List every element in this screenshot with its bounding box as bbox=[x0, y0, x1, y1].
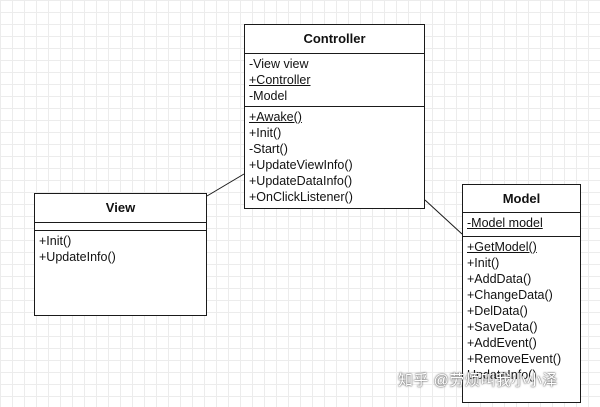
controller-attributes: -View view +Controller -Model bbox=[245, 54, 424, 107]
controller-method: -Start() bbox=[249, 142, 288, 156]
watermark: 知乎 @劳烦叫我小小泽 bbox=[398, 372, 558, 389]
model-methods: +GetModel() +Init() +AddData() +ChangeDa… bbox=[463, 237, 580, 385]
controller-method: +Init() bbox=[249, 126, 282, 140]
view-method: +UpdateInfo() bbox=[39, 250, 116, 264]
controller-method: +UpdateViewInfo() bbox=[249, 158, 353, 172]
controller-attribute: -Model bbox=[249, 89, 288, 103]
view-attributes bbox=[35, 223, 206, 231]
model-class-name: Model bbox=[463, 185, 580, 213]
view-class-name: View bbox=[35, 194, 206, 223]
controller-methods: +Awake() +Init() -Start() +UpdateViewInf… bbox=[245, 107, 424, 207]
controller-attribute: -View view bbox=[249, 57, 309, 71]
model-method: +AddEvent() bbox=[467, 336, 537, 350]
model-class-box[interactable]: Model -Model model +GetModel() +Init() +… bbox=[462, 184, 581, 403]
view-controller-association bbox=[206, 173, 245, 197]
view-method: +Init() bbox=[39, 234, 72, 248]
model-attributes: -Model model bbox=[463, 213, 580, 237]
controller-method: +UpdateDataInfo() bbox=[249, 174, 353, 188]
model-method: +RemoveEvent() bbox=[467, 352, 562, 366]
controller-method: +Awake() bbox=[249, 110, 302, 124]
model-method: +Init() bbox=[467, 256, 500, 270]
model-attribute: -Model model bbox=[467, 216, 543, 230]
model-method: UpdateInfo() bbox=[467, 368, 537, 382]
controller-class-name: Controller bbox=[245, 25, 424, 54]
model-method: +SaveData() bbox=[467, 320, 538, 334]
controller-method: +OnClickListener() bbox=[249, 190, 353, 204]
controller-attribute: +Controller bbox=[249, 73, 311, 87]
controller-class-box[interactable]: Controller -View view +Controller -Model… bbox=[244, 24, 425, 209]
model-method: +AddData() bbox=[467, 272, 532, 286]
controller-model-association bbox=[424, 199, 463, 235]
model-method: +GetModel() bbox=[467, 240, 537, 254]
model-method: +ChangeData() bbox=[467, 288, 553, 302]
model-method: +DelData() bbox=[467, 304, 528, 318]
view-methods: +Init() +UpdateInfo() bbox=[35, 231, 206, 267]
view-class-box[interactable]: View +Init() +UpdateInfo() bbox=[34, 193, 207, 316]
